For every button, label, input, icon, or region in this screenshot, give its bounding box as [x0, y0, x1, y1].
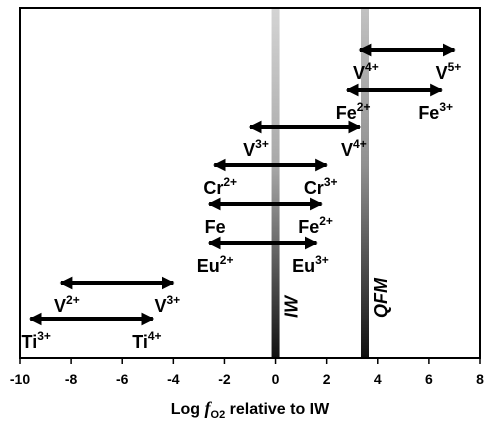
redox-couple: V3+ V4+	[243, 120, 367, 160]
reduced-species-label: V3+	[243, 137, 269, 160]
reduced-species-label: V2+	[54, 293, 80, 316]
buffer-label-iw: IW	[282, 294, 302, 318]
oxidized-species-label: V3+	[154, 293, 180, 316]
plot-frame	[19, 7, 481, 359]
oxidized-species-label: V4+	[341, 137, 367, 160]
redox-couple: Cr2+ Cr3+	[203, 158, 338, 198]
oxidized-species-label: Fe2+	[298, 214, 333, 237]
redox-couple: V4+ V5+	[353, 43, 462, 83]
x-tick-label: -4	[167, 371, 180, 387]
redox-couple: Fe2+ Fe3+	[336, 83, 453, 123]
x-tick-label: 8	[476, 371, 484, 387]
buffer-label-qfm: QFM	[371, 277, 391, 318]
reduced-species-label: Ti3+	[22, 329, 51, 352]
buffer-line-iw	[271, 8, 280, 358]
x-tick-label: 6	[425, 371, 433, 387]
oxidized-species-label: Ti4+	[132, 329, 161, 352]
buffer-lines: IW QFM	[271, 8, 391, 358]
reduced-species-label: Cr2+	[203, 175, 237, 198]
oxidized-species-label: V5+	[436, 60, 462, 83]
reduced-species-label: Eu2+	[197, 253, 234, 276]
reduced-species-label: Fe2+	[336, 100, 371, 123]
x-tick-label: 2	[323, 371, 331, 387]
buffer-line-qfm	[361, 8, 369, 358]
oxidized-species-label: Cr3+	[304, 175, 338, 198]
x-tick-label: 0	[272, 371, 280, 387]
x-tick-label: -10	[10, 371, 30, 387]
x-axis-title: Log fO2 relative to IW	[171, 398, 330, 421]
x-tick-label: 4	[374, 371, 382, 387]
x-tick-label: -6	[116, 371, 129, 387]
x-tick-label: -2	[218, 371, 231, 387]
x-tick-label: -8	[65, 371, 78, 387]
reduced-species-label: Fe	[205, 217, 226, 237]
redox-couple: Fe Fe2+	[205, 197, 333, 237]
redox-couple: Eu2+ Eu3+	[197, 236, 329, 276]
reduced-species-label: V4+	[353, 60, 379, 83]
oxidized-species-label: Fe3+	[418, 100, 453, 123]
redox-couple: V2+ V3+	[54, 276, 180, 316]
oxidized-species-label: Eu3+	[292, 253, 329, 276]
redox-couple: Ti3+ Ti4+	[22, 312, 162, 352]
